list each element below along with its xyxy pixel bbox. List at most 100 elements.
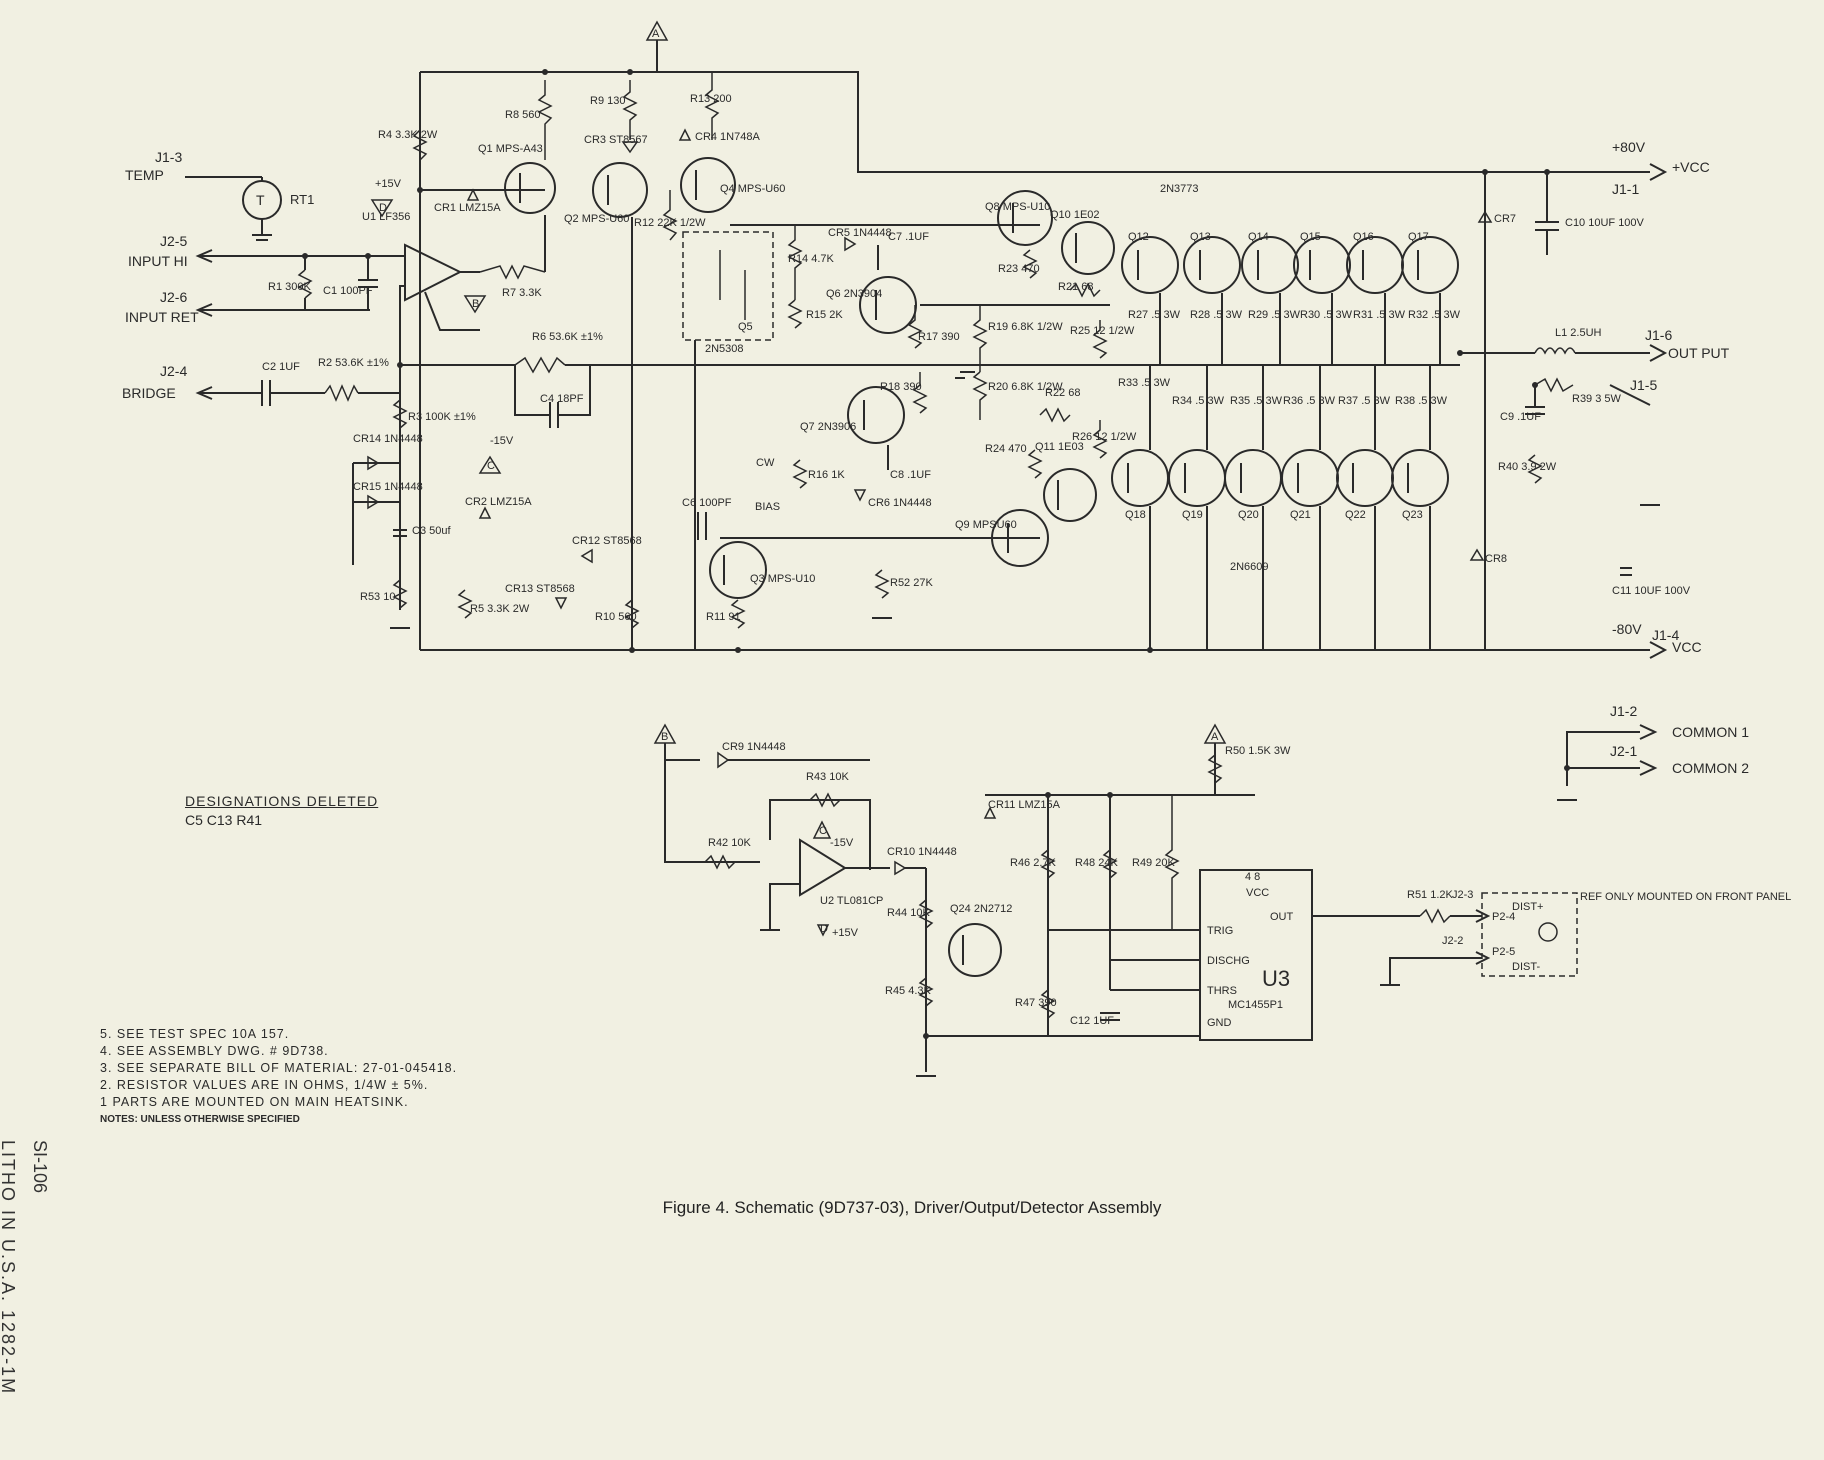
svg-text:R21 68: R21 68 [1058, 281, 1093, 293]
note-1: 1 PARTS ARE MOUNTED ON MAIN HEATSINK. [100, 1095, 409, 1109]
r1-label: R1 300K [268, 281, 311, 293]
node-a-top: A [645, 20, 669, 72]
q5-darlington: Q5 2N5308 [682, 231, 774, 650]
vcc-neg-volts: -80V [1612, 621, 1642, 637]
svg-text:A: A [652, 28, 660, 40]
svg-text:C6 100PF: C6 100PF [682, 497, 732, 509]
cr5-r14-r15: CR5 1N4448 R14 4.7K R15 2K C7 .1UF [787, 225, 929, 329]
output-stage-top: 2N3773 Q12 R27 .5 3W Q13 R28 .5 3W Q14 R… [1121, 183, 1461, 321]
svg-text:Q22: Q22 [1345, 509, 1366, 521]
svg-text:C: C [487, 460, 495, 472]
svg-text:Q16: Q16 [1353, 231, 1374, 243]
r4-r8-q1: R4 3.3K 2W CR1 LMZ15A R8 560 Q1 MPS-A43 … [378, 80, 556, 314]
svg-text:TRIG: TRIG [1207, 925, 1233, 937]
detector-input: B CR9 1N4448 R42 10K R43 10K [653, 723, 871, 870]
svg-text:R2 53.6K ±1%: R2 53.6K ±1% [318, 357, 389, 369]
svg-text:R42 10K: R42 10K [708, 837, 751, 849]
u3-timer: 4 8 VCC OUT TRIG DISCHG THRS GND U3 MC14… [1199, 869, 1420, 1041]
cr7-cr8-c10: CR7 CR8 C10 10UF 100V [1469, 172, 1645, 650]
svg-text:R36 .5 3W: R36 .5 3W [1283, 395, 1336, 407]
svg-text:Q17: Q17 [1408, 231, 1429, 243]
svg-text:J2-2: J2-2 [1442, 935, 1463, 947]
svg-text:TEMP: TEMP [125, 167, 164, 183]
svg-text:Q10 1E02: Q10 1E02 [1050, 209, 1100, 221]
svg-text:R32 .5 3W: R32 .5 3W [1408, 309, 1461, 321]
svg-text:Q7 2N3906: Q7 2N3906 [800, 421, 856, 433]
q-top-2: Q14 R29 .5 3W [1241, 231, 1301, 321]
svg-text:R51 1.2K: R51 1.2K [1407, 889, 1454, 901]
svg-text:DIST-: DIST- [1512, 961, 1540, 973]
note-2: 2. RESISTOR VALUES ARE IN OHMS, 1/4W ± 5… [100, 1078, 429, 1092]
svg-text:R50 1.5K 3W: R50 1.5K 3W [1225, 745, 1291, 757]
svg-text:CR9 1N4448: CR9 1N4448 [722, 741, 786, 753]
q8-q10-r21-r23-r25: Q8 MPS-U10 Q10 1E02 R23 470 R21 68 R25 1… [985, 190, 1135, 359]
svg-text:P2-5: P2-5 [1492, 946, 1515, 958]
c1-label: C1 100PF [323, 285, 373, 297]
r1-c1: R1 300K C1 100PF [268, 256, 378, 310]
svg-text:Q4 MPS-U60: Q4 MPS-U60 [720, 183, 785, 195]
svg-text:R16 1K: R16 1K [808, 469, 845, 481]
svg-text:R43 10K: R43 10K [806, 771, 849, 783]
svg-text:C8 .1UF: C8 .1UF [890, 469, 931, 481]
svg-text:C3 50uf: C3 50uf [412, 525, 451, 537]
svg-text:D: D [820, 923, 828, 935]
svg-text:+15V: +15V [375, 178, 402, 190]
q7-r18-c8-cr6: Q7 2N3906 R18 390 C8 .1UF CR6 1N4448 R52… [800, 372, 933, 619]
ref-note: REF ONLY MOUNTED ON FRONT PANEL [1580, 891, 1791, 903]
svg-text:-15V: -15V [490, 435, 514, 447]
svg-text:Q23: Q23 [1402, 509, 1423, 521]
svg-text:CR6 1N4448: CR6 1N4448 [868, 497, 932, 509]
svg-text:MC1455P1: MC1455P1 [1228, 999, 1283, 1011]
svg-text:J1-3: J1-3 [155, 149, 182, 165]
svg-text:R28 .5 3W: R28 .5 3W [1190, 309, 1243, 321]
vcc-pos-label: +VCC [1672, 159, 1710, 175]
svg-text:R20 6.8K 1/2W: R20 6.8K 1/2W [988, 381, 1063, 393]
svg-text:J1-5: J1-5 [1630, 377, 1657, 393]
svg-text:R24 470: R24 470 [985, 443, 1027, 455]
svg-text:CR10 1N4448: CR10 1N4448 [887, 846, 957, 858]
svg-text:Q6 2N3904: Q6 2N3904 [826, 288, 882, 300]
svg-text:DISCHG: DISCHG [1207, 955, 1250, 967]
distortion-output: R51 1.2K J2-3 J2-2 P2-4 P2-5 DIST+ DIST-… [1380, 889, 1791, 986]
svg-text:GND: GND [1207, 1017, 1232, 1029]
svg-text:R12 22K 1/2W: R12 22K 1/2W [634, 217, 706, 229]
svg-text:R9 130: R9 130 [590, 95, 625, 107]
svg-text:Q1 MPS-A43: Q1 MPS-A43 [478, 143, 543, 155]
svg-text:B: B [472, 298, 479, 310]
svg-text:P2-4: P2-4 [1492, 911, 1515, 923]
svg-text:R46 2.7K: R46 2.7K [1010, 857, 1057, 869]
svg-text:J1-6: J1-6 [1645, 327, 1672, 343]
svg-text:VCC: VCC [1246, 887, 1269, 899]
svg-text:CR1 LMZ15A: CR1 LMZ15A [434, 202, 501, 214]
svg-text:R30 .5 3W: R30 .5 3W [1300, 309, 1353, 321]
output-filter: L1 2.5UH J1-6 OUT PUT R39 3 5W J1-5 C9 .… [1460, 327, 1730, 597]
common-connectors: J1-2 COMMON 1 J2-1 COMMON 2 [1557, 703, 1749, 801]
svg-text:J2-4: J2-4 [160, 363, 187, 379]
figure-caption: Figure 4. Schematic (9D737-03), Driver/O… [662, 1198, 1162, 1217]
q9-q11-r22-r24-r26: Q9 MPSU60 Q11 1E03 R22 68 R24 470 R26 12… [955, 387, 1137, 567]
svg-text:R53 10: R53 10 [360, 591, 395, 603]
thermistor-symbol: T [256, 192, 265, 208]
r6-c4: R6 53.6K ±1% C4 18PF [400, 331, 1460, 428]
note-4: 4. SEE ASSEMBLY DWG. # 9D738. [100, 1044, 329, 1058]
svg-text:R35 .5 3W: R35 .5 3W [1230, 395, 1283, 407]
svg-text:BRIDGE: BRIDGE [122, 385, 176, 401]
svg-text:+15V: +15V [832, 927, 859, 939]
svg-text:CR11 LMZ15A: CR11 LMZ15A [988, 799, 1061, 811]
svg-text:Q18: Q18 [1125, 509, 1146, 521]
note-3: 3. SEE SEPARATE BILL OF MATERIAL: 27-01-… [100, 1061, 458, 1075]
svg-text:C12 1UF: C12 1UF [1070, 1015, 1114, 1027]
svg-text:A: A [1211, 731, 1219, 743]
svg-text:Q12: Q12 [1128, 231, 1149, 243]
vcc-neg-pin: J1-4 [1652, 627, 1679, 643]
svg-text:C11 10UF 100V: C11 10UF 100V [1612, 585, 1691, 597]
svg-text:J1-2: J1-2 [1610, 703, 1637, 719]
svg-text:R7 3.3K: R7 3.3K [502, 287, 542, 299]
r5-cr2-cr13: R5 3.3K 2W -15V C CR2 LMZ15A CR13 ST8568… [457, 435, 642, 619]
note-5: 5. SEE TEST SPEC 10A 157. [100, 1027, 290, 1041]
svg-text:R23 470: R23 470 [998, 263, 1040, 275]
q-top-3: Q15 R30 .5 3W [1293, 231, 1353, 321]
r19-r20: R19 6.8K 1/2W R20 6.8K 1/2W [955, 305, 1063, 420]
svg-text:INPUT HI: INPUT HI [128, 253, 188, 269]
negative-rail: -80V J1-4 VCC [420, 621, 1702, 659]
